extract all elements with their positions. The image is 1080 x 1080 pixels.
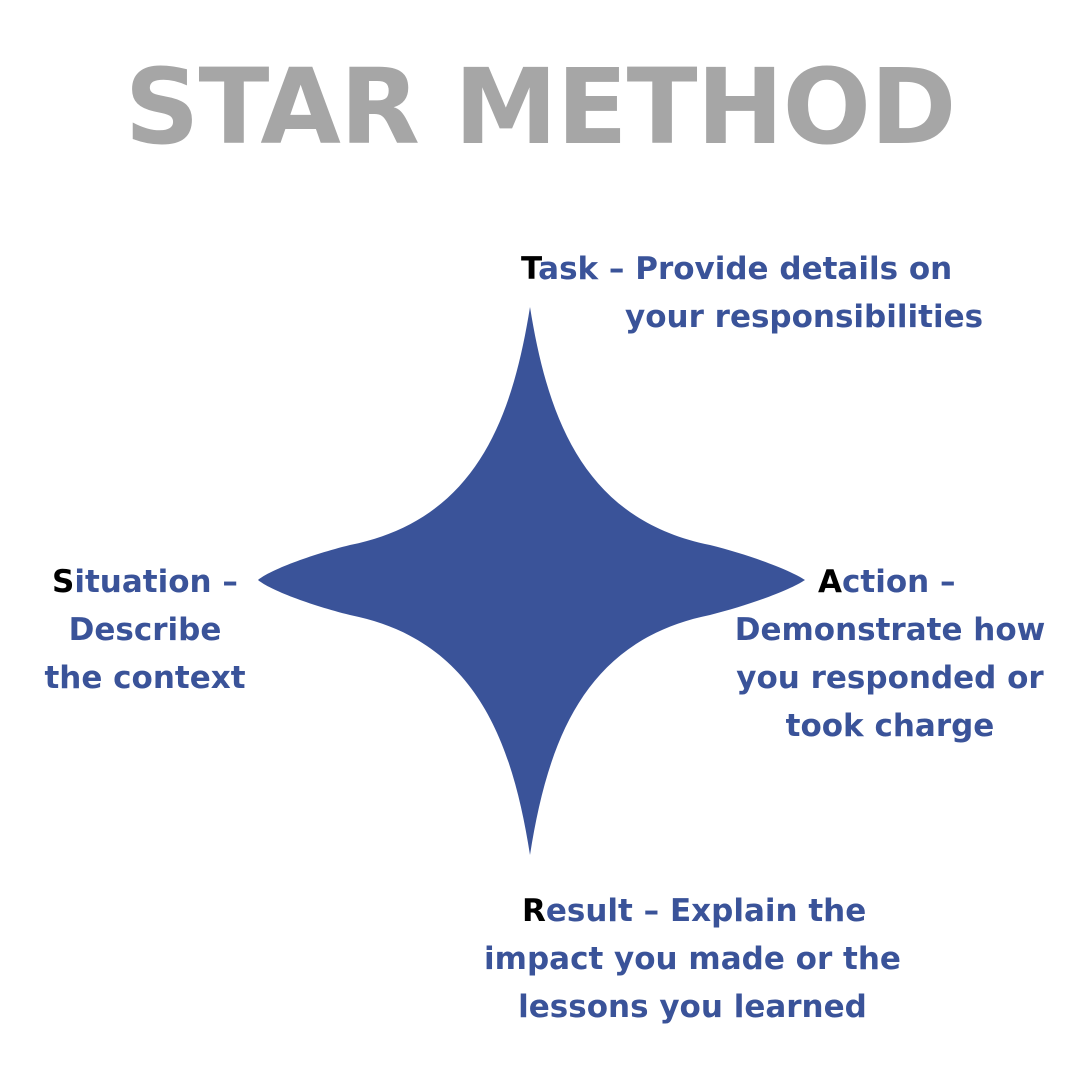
action-line-3: you responded or	[736, 660, 1044, 696]
task-initial: T	[521, 251, 539, 287]
task-line-1: Task – Provide details on	[521, 245, 983, 293]
situation-line-1-text: ituation –	[74, 564, 238, 600]
result-line-3: lessons you learned	[518, 989, 867, 1025]
task-line-1-text: ask – Provide details on	[538, 251, 953, 287]
situation-line-3: the context	[44, 660, 246, 696]
result-line-2: impact you made or the	[484, 941, 901, 977]
page-title: STAR METHOD	[124, 46, 957, 168]
action-line-1: Action –	[730, 558, 1050, 606]
result-line-1: Result – Explain the	[480, 887, 905, 935]
action-line-4: took charge	[785, 708, 995, 744]
situation-label: Situation – Describe the context	[30, 558, 260, 702]
task-line-2: your responsibilities	[625, 299, 984, 335]
result-initial: R	[522, 893, 546, 929]
result-label: Result – Explain the impact you made or …	[480, 887, 905, 1031]
situation-line-2: Describe	[68, 612, 222, 648]
situation-initial: S	[52, 564, 75, 600]
action-initial: A	[818, 564, 842, 600]
situation-line-1: Situation –	[30, 558, 260, 606]
action-line-2: Demonstrate how	[734, 612, 1046, 648]
task-label: Task – Provide details on your responsib…	[521, 245, 983, 341]
four-point-star-shape	[258, 307, 805, 855]
action-line-1-text: ction –	[842, 564, 956, 600]
action-label: Action – Demonstrate how you responded o…	[730, 558, 1050, 750]
result-line-1-text: esult – Explain the	[545, 893, 867, 929]
